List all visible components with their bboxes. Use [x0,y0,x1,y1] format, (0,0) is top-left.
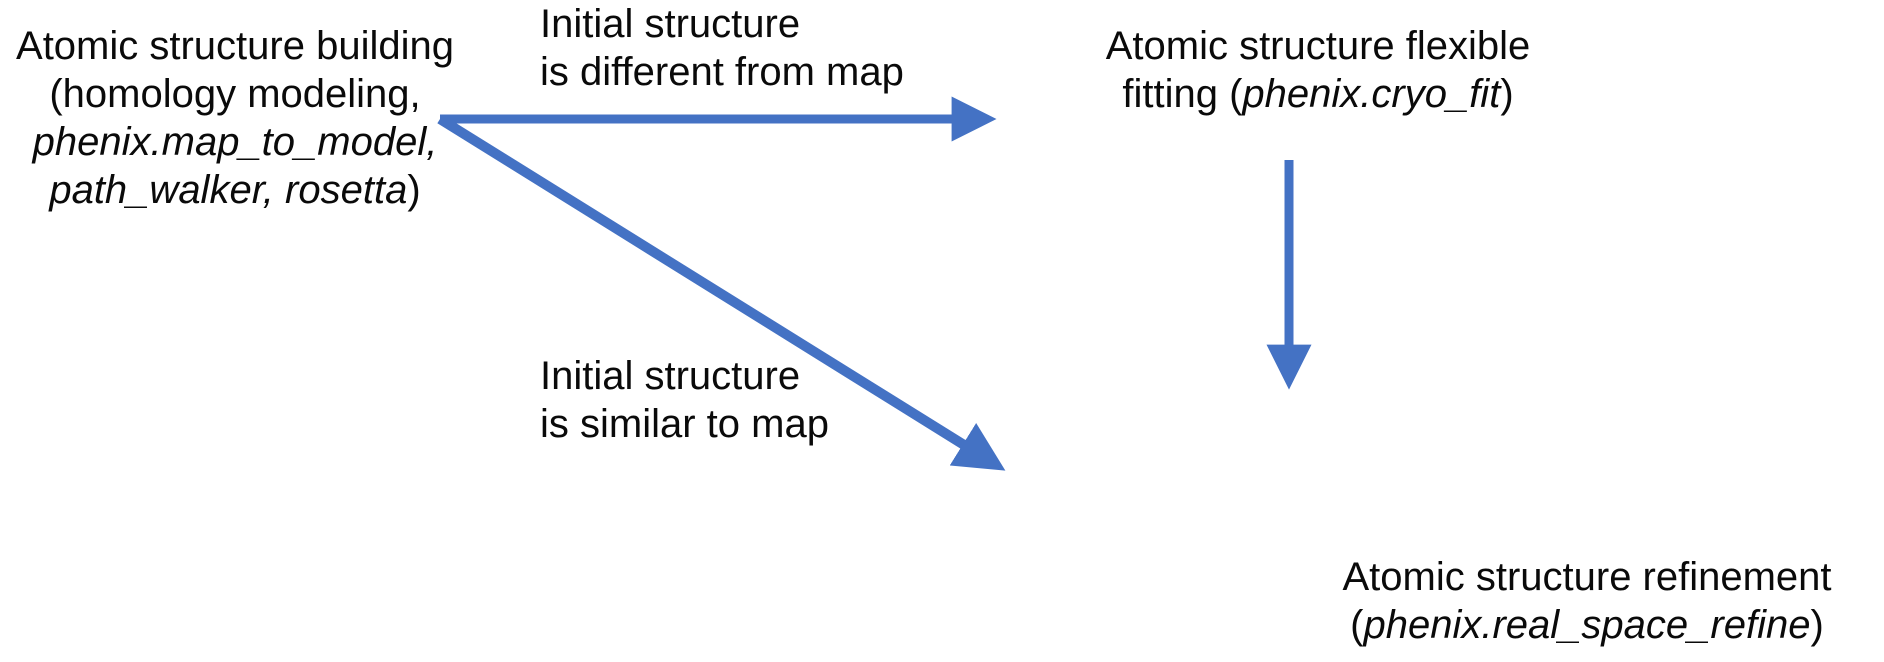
edge-label-different-line-2: is different from map [540,50,904,94]
node-building-line-3: phenix.map_to_model, [32,120,438,164]
node-refinement-line-2-paren: ) [1810,603,1824,647]
node-atomic-structure-refinement: Atomic structure refinement (phenix.real… [1290,553,1884,649]
edge-label-different-line-1: Initial structure [540,2,801,46]
node-atomic-structure-building: Atomic structure building (homology mode… [0,22,470,214]
node-building-line-4: path_walker, rosetta) [0,166,470,214]
node-flexible-line-2-paren: ) [1500,72,1514,116]
node-refinement-line-2-italic: phenix.real_space_refine [1363,603,1811,647]
node-atomic-structure-flexible-fitting: Atomic structure flexible fitting (pheni… [1078,22,1558,118]
edge-label-similar-line-1: Initial structure [540,354,801,398]
node-building-line-2: (homology modeling, [49,72,421,116]
edge-label-initial-structure-different: Initial structure is different from map [540,0,940,96]
node-refinement-line-1: Atomic structure refinement [1342,555,1832,599]
arrow-building-to-refinement [437,114,1006,471]
node-flexible-line-2-prefix: fitting ( [1122,72,1243,116]
node-refinement-line-2: (phenix.real_space_refine) [1290,601,1884,649]
node-building-line-4-italic: path_walker, rosetta [49,168,408,212]
node-building-line-4-paren: ) [407,168,421,212]
node-flexible-line-1: Atomic structure flexible [1105,24,1531,68]
node-flexible-line-2: fitting (phenix.cryo_fit) [1078,70,1558,118]
node-refinement-line-2-prefix: ( [1350,603,1364,647]
edge-label-initial-structure-similar: Initial structure is similar to map [540,352,940,448]
node-flexible-line-2-italic: phenix.cryo_fit [1242,72,1501,116]
edge-label-similar-line-2: is similar to map [540,402,829,446]
node-building-line-1: Atomic structure building [16,24,454,68]
